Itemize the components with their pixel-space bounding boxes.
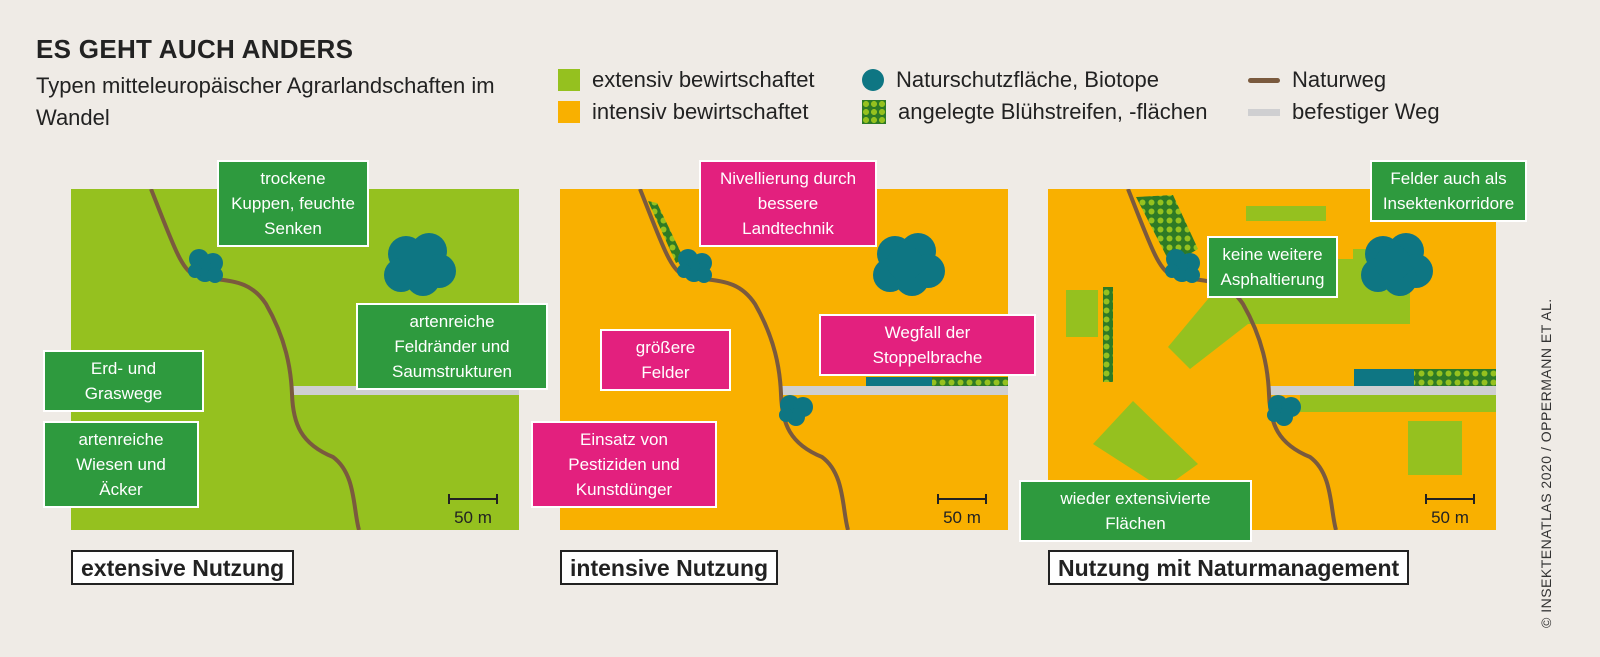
label-no-asphalt: keine weitere Asphaltierung xyxy=(1207,236,1338,298)
label-levelling: Nivellierung durch bessere Landtechnik xyxy=(699,160,877,247)
legend-item-flower-strips: angelegte Blühstreifen, -flächen xyxy=(862,97,1207,127)
paved-path xyxy=(781,386,1008,395)
legend-item-extensive: extensiv bewirtschaftet xyxy=(558,65,815,95)
label-extensified-areas: wieder extensivierte Flächen xyxy=(1019,480,1252,542)
legend-item-natural-path: Naturweg xyxy=(1248,65,1386,95)
panel-label-intensive: intensive Nutzung xyxy=(560,550,779,585)
flower-strip-vertical xyxy=(1103,287,1113,382)
biotope-path xyxy=(1267,395,1301,426)
biotope-path xyxy=(779,395,813,426)
label-dry-hills: trockene Kuppen, feuchte Senken xyxy=(217,160,369,247)
biotope-large xyxy=(873,233,945,296)
label-pesticides: Einsatz von Pestiziden und Kunstdünger xyxy=(531,421,717,508)
legend-label: intensiv bewirtschaftet xyxy=(592,99,809,124)
flower-strip-diagonal xyxy=(648,201,684,263)
extensive-patch xyxy=(1066,290,1098,337)
scale-label: 50 m xyxy=(454,508,492,527)
biotope-strip xyxy=(866,377,932,386)
extensive-patch-diagonal xyxy=(1093,401,1198,489)
teal-circle-icon xyxy=(862,69,884,91)
label-field-margins: artenreiche Feldränder und Saumstrukture… xyxy=(356,303,548,390)
legend-label: angelegte Blühstreifen, -flächen xyxy=(898,99,1208,124)
scale-bar: 50 m xyxy=(1425,494,1475,527)
flower-strip xyxy=(932,377,1008,386)
label-earth-paths: Erd- und Graswege xyxy=(43,350,204,412)
orange-square-icon xyxy=(558,101,580,123)
extensive-strip xyxy=(1300,395,1496,412)
flower-area xyxy=(1136,195,1198,265)
legend-label: Naturweg xyxy=(1292,67,1387,92)
label-larger-fields: größere Felder xyxy=(600,329,731,391)
paved-path xyxy=(1269,386,1496,395)
grey-line-icon xyxy=(1248,108,1280,116)
legend-label: extensiv bewirtschaftet xyxy=(592,67,815,92)
scale-bar: 50 m xyxy=(937,494,987,527)
page-subtitle: Typen mitteleuropäischer Agrarlandschaft… xyxy=(36,73,495,130)
biotope-strip xyxy=(1354,369,1414,386)
biotope-small xyxy=(677,249,712,283)
page-title: ES GEHT AUCH ANDERS xyxy=(36,34,354,64)
label-species-rich-meadows: artenreiche Wiesen und Äcker xyxy=(43,421,199,508)
legend-item-paved-path: befestiger Weg xyxy=(1248,97,1440,127)
scale-bar: 50 m xyxy=(448,494,498,527)
biotope-small xyxy=(188,249,223,283)
scale-label: 50 m xyxy=(1431,508,1469,527)
biotope-large xyxy=(384,233,456,296)
green-square-icon xyxy=(558,69,580,91)
legend-label: befestiger Weg xyxy=(1292,99,1440,124)
credit: © INSEKTENATLAS 2020 / OPPERMANN ET AL. xyxy=(1538,298,1554,628)
legend-item-biotope: Naturschutzfläche, Biotope xyxy=(862,65,1159,95)
paved-path xyxy=(292,386,519,395)
flower-strip xyxy=(1414,369,1496,386)
extensive-patch xyxy=(1246,206,1326,221)
extensive-patch xyxy=(1408,421,1462,475)
panel-label-nature-management: Nutzung mit Naturmanagement xyxy=(1048,550,1410,585)
panel-label-extensive: extensive Nutzung xyxy=(71,550,295,585)
legend-item-intensive: intensiv bewirtschaftet xyxy=(558,97,808,127)
brown-line-icon xyxy=(1248,77,1280,83)
dotted-square-icon xyxy=(862,100,886,124)
scale-label: 50 m xyxy=(943,508,981,527)
extensive-corridor xyxy=(1168,249,1410,369)
biotope-large xyxy=(1361,233,1433,296)
label-insect-corridors: Felder auch als Insektenkorridore xyxy=(1370,160,1527,222)
legend-label: Naturschutzfläche, Biotope xyxy=(896,67,1159,92)
label-stubble-loss: Wegfall der Stoppelbrache xyxy=(819,314,1036,376)
biotope-small xyxy=(1165,249,1200,283)
